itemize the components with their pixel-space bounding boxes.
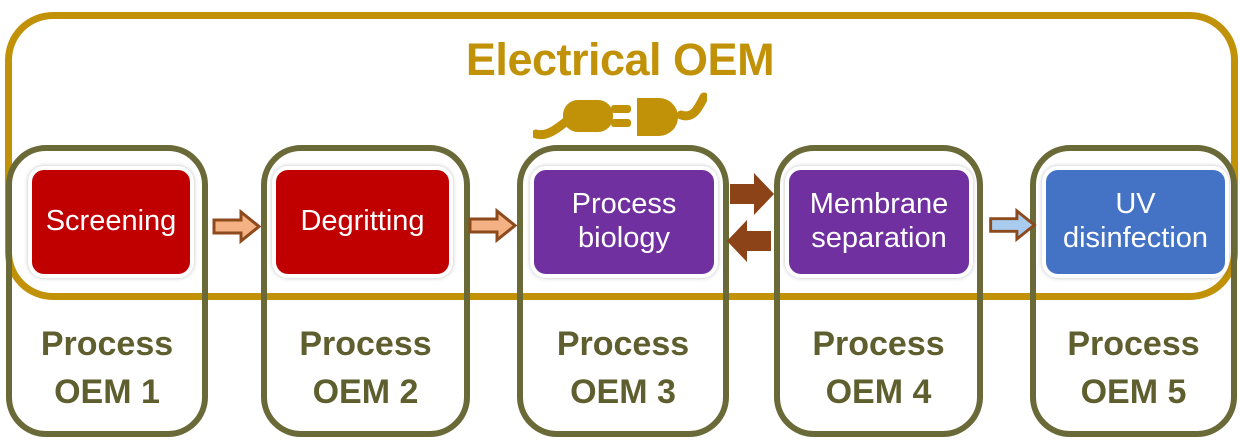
process-box-process-biology: Process biology [530,166,718,278]
diagram-title: Electrical OEM [465,34,775,85]
oem-label-3-line2: OEM 3 [570,373,676,411]
oem-label-3: Process OEM 3 [517,320,729,416]
oem-column-4 [774,145,983,437]
electrical-oem-frame [5,12,1238,300]
oem-column-3 [517,145,729,437]
oem-label-2-line1: Process [299,325,432,363]
oem-label-2-line2: OEM 2 [312,373,419,411]
oem-label-1-line1: Process [40,325,174,363]
recycle-arrow-return-icon [727,220,771,262]
oem-column-5 [1030,145,1237,437]
oem-label-2: Process OEM 2 [261,320,470,416]
process-box-degritting: Degritting [272,166,453,278]
process-box-screening: Screening [28,166,194,278]
oem-label-4: Process OEM 4 [774,320,983,416]
oem-label-5-line1: Process [1067,325,1200,363]
process-box-membrane-separation: Membrane separation [785,166,973,278]
oem-label-1-line2: OEM 1 [54,373,160,411]
oem-label-1: Process OEM 1 [6,320,208,416]
flow-arrow-3 [989,208,1037,242]
oem-label-5-line2: OEM 5 [1080,373,1187,411]
power-plug-icon [533,92,707,140]
oem-label-4-line2: OEM 4 [825,373,932,411]
flow-arrow-1 [212,209,262,244]
oem-label-5: Process OEM 5 [1030,320,1237,416]
oem-column-2 [261,145,470,437]
recycle-arrow-forward-icon [730,173,774,215]
process-box-uv-disinfection: UV disinfection [1042,166,1229,278]
oem-column-1 [6,145,208,437]
flow-arrow-2 [468,208,518,243]
oem-label-3-line1: Process [556,325,690,363]
oem-label-4-line1: Process [812,325,945,363]
